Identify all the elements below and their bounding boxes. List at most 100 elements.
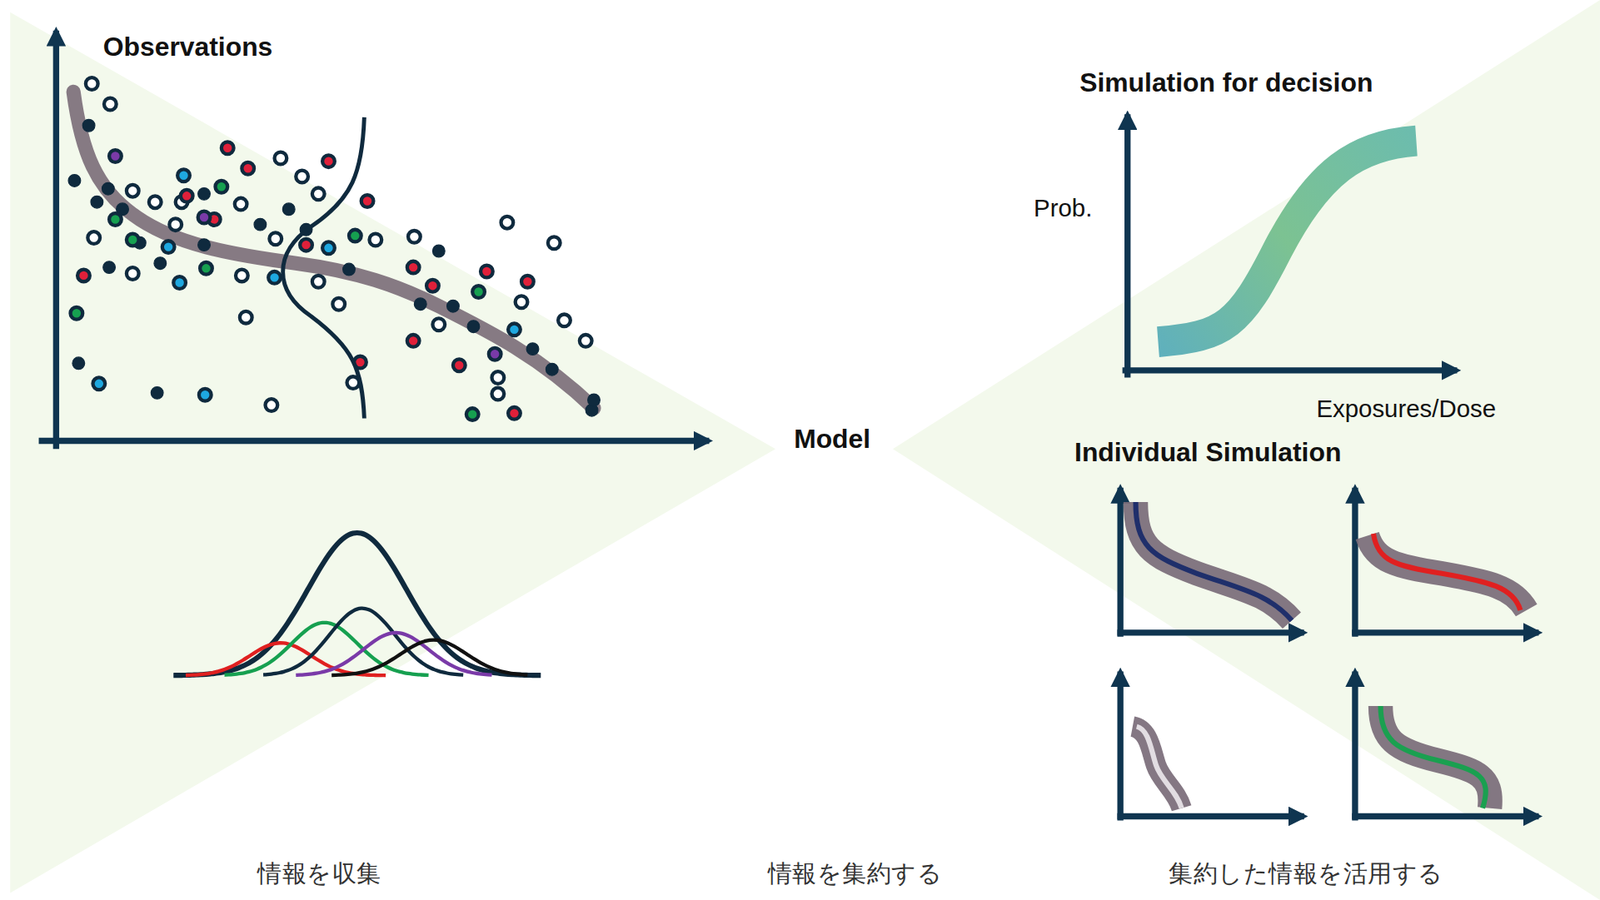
observation-dot [588, 393, 601, 407]
observation-dot [241, 162, 255, 175]
observation-dot [508, 323, 521, 337]
observation-dot [268, 271, 281, 285]
observation-dot [109, 213, 122, 226]
axis-label: Exposures/Dose [1315, 396, 1496, 424]
stage-caption: 情報を収集 [257, 860, 381, 888]
axis-label: Prob. [1033, 194, 1092, 222]
observation-dot [239, 311, 253, 324]
probability-ribbon [1157, 140, 1416, 342]
observation-dot [154, 257, 167, 270]
individual-curves [1132, 502, 1527, 809]
observation-dot [126, 184, 140, 198]
observation-dot [343, 263, 356, 276]
observation-dot [199, 262, 213, 275]
observation-dot [515, 295, 529, 309]
bg-triangle [892, 0, 1600, 900]
trend-band [73, 91, 594, 409]
observation-dot [87, 231, 100, 245]
axes [1122, 114, 1458, 378]
observation-dot [407, 261, 420, 275]
observation-dot [432, 318, 445, 331]
observation-dot [491, 388, 504, 401]
observation-dot [526, 343, 539, 356]
observation-dot [322, 154, 335, 168]
observation-dot [70, 307, 84, 320]
gaussian-curve [331, 640, 528, 676]
stage-caption: 情報を集約する [767, 860, 943, 888]
gaussian-curve [295, 633, 492, 676]
gaussian-curve [173, 533, 541, 676]
chart-title: Simulation for decision [1079, 68, 1373, 98]
bg-triangle [9, 12, 776, 894]
observation-dot [72, 357, 85, 370]
observation-dot [126, 267, 140, 280]
observation-dot [282, 203, 295, 216]
observation-dot [312, 188, 325, 201]
observation-dot [198, 188, 211, 201]
observation-dot [432, 244, 445, 258]
chart-title: Individual Simulation [1074, 438, 1341, 468]
observation-dot [169, 218, 182, 231]
observation-dot [453, 358, 466, 372]
observation-dot [322, 241, 335, 255]
observation-dot [265, 398, 279, 412]
observation-dot [480, 265, 494, 279]
observation-dot [295, 170, 309, 184]
observation-dot [77, 269, 90, 283]
observation-dot [521, 275, 534, 289]
distribution-curve [283, 117, 365, 419]
observation-dot [92, 377, 105, 390]
observation-dot [150, 387, 164, 400]
observation-dot [90, 195, 104, 209]
observation-dot [558, 314, 571, 327]
observation-dot [407, 334, 420, 348]
observation-dot [548, 236, 561, 250]
observation-dot [103, 261, 116, 275]
observation-dot [109, 149, 122, 163]
observation-dot [368, 234, 382, 247]
observation-dot [447, 299, 460, 313]
observation-dot [579, 334, 593, 348]
observation-dot [269, 232, 282, 245]
observation-dot [68, 174, 81, 188]
stage-caption: 集約した情報を活用する [1168, 860, 1444, 888]
observation-dot [180, 189, 194, 203]
observation-dot [104, 98, 117, 111]
observation-dot [173, 276, 186, 290]
observation-dot [199, 388, 212, 402]
observation-dot [234, 198, 248, 211]
axes [39, 30, 710, 449]
observation-dots [68, 77, 600, 421]
observation-dot [198, 211, 211, 225]
observation-dot [299, 239, 313, 252]
observation-dot [545, 363, 559, 376]
observation-dot [177, 169, 190, 182]
observation-dot [221, 141, 235, 155]
observation-dot [413, 298, 427, 311]
observation-dot [102, 182, 115, 195]
observation-dot [467, 320, 480, 334]
observation-dot [274, 152, 288, 165]
observation-dot [491, 371, 504, 384]
observation-dot [149, 195, 162, 209]
observation-dot [488, 348, 502, 361]
observation-dot [348, 229, 362, 243]
axes [1116, 488, 1539, 822]
observation-dot [501, 216, 514, 230]
observation-dot [508, 407, 521, 420]
observation-dot [426, 279, 439, 293]
observation-dot [82, 119, 95, 132]
observation-dot [214, 180, 228, 194]
gaussian-curve [224, 623, 429, 676]
observation-dot [85, 77, 99, 90]
gaussian-mixture [173, 533, 541, 676]
center-label: Model [793, 424, 871, 454]
observation-dot [361, 194, 374, 208]
observation-dot [126, 234, 140, 247]
observation-dot [472, 285, 485, 299]
observation-dot [254, 218, 267, 231]
observation-dot [408, 230, 421, 244]
observation-dot [198, 239, 211, 252]
chart-title: Observations [103, 32, 274, 62]
